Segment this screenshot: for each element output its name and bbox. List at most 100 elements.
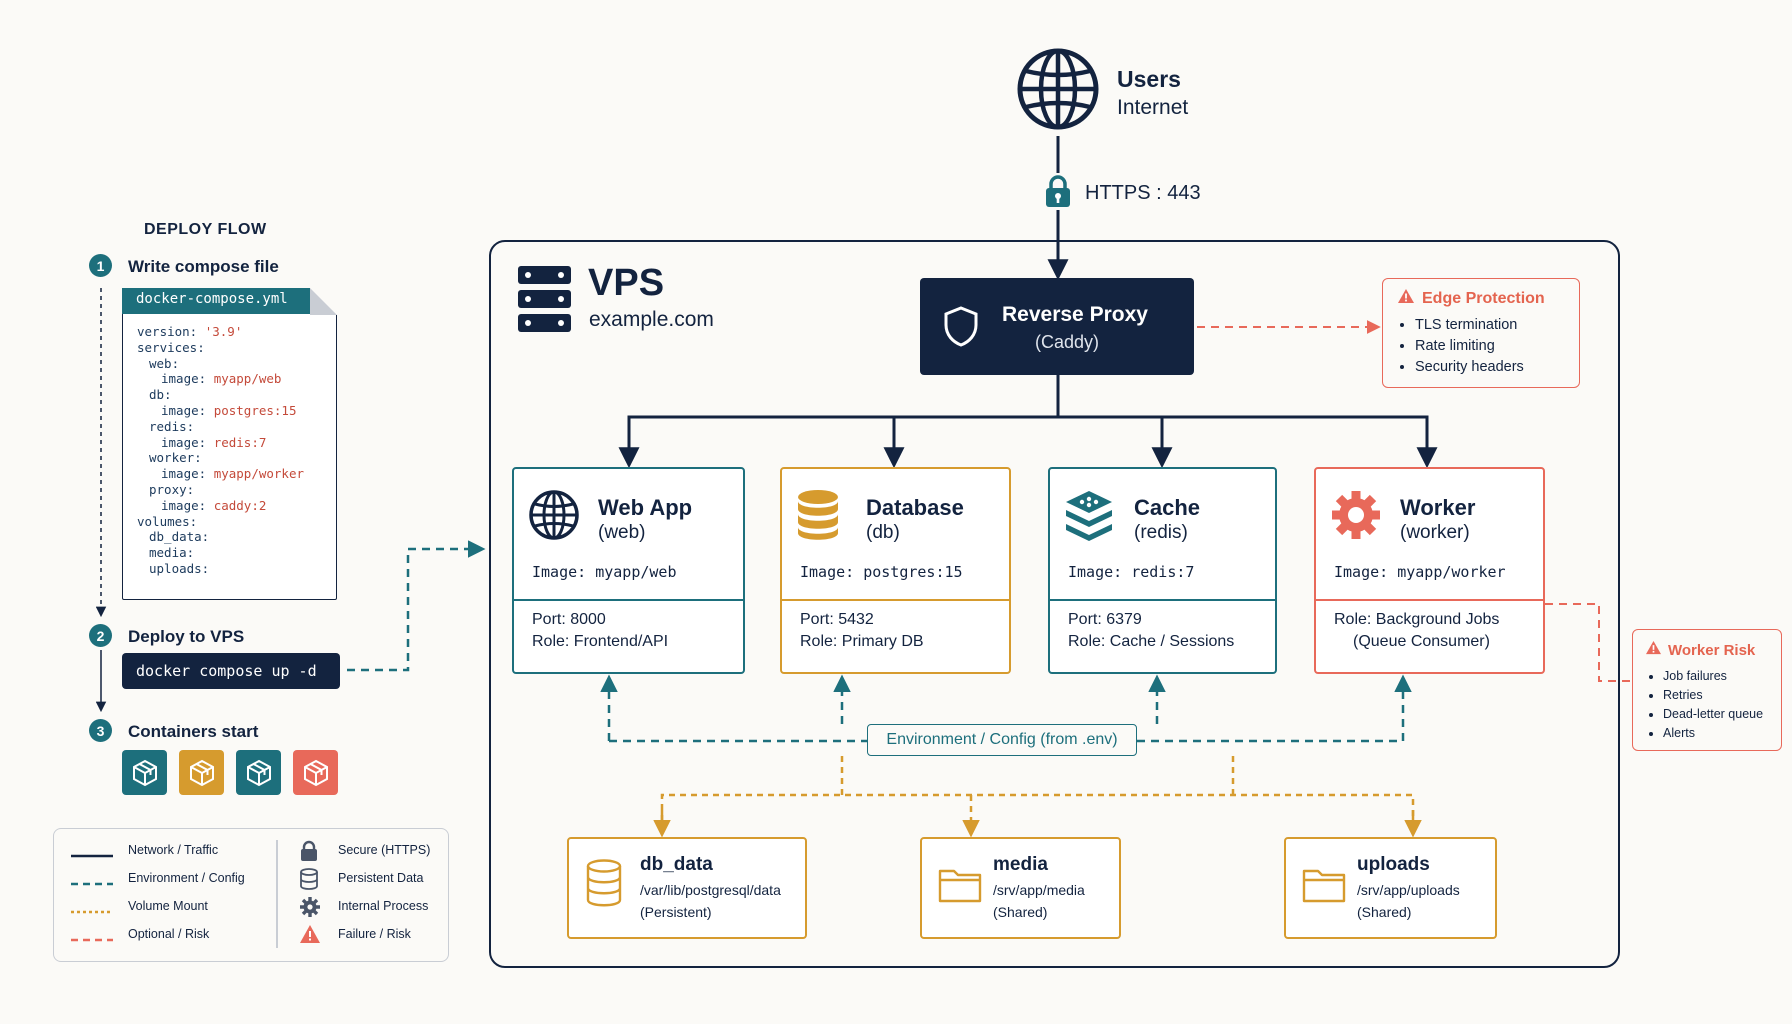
- code-key: media:: [149, 545, 195, 561]
- warning-icon: [299, 924, 321, 946]
- database-icon: [796, 489, 840, 546]
- code-value: redis:7: [213, 434, 267, 450]
- service-name: Database: [866, 495, 964, 520]
- worker-risk-title: Worker Risk: [1668, 641, 1756, 659]
- service-image: Image: redis:7: [1068, 563, 1195, 581]
- lock-icon: [1044, 174, 1072, 208]
- volume-note: (Shared): [1357, 904, 1412, 920]
- service-name: Worker: [1400, 495, 1476, 520]
- code-line: proxy:: [137, 482, 304, 498]
- database-icon: [299, 868, 321, 890]
- code-line: image: myapp/worker: [137, 466, 304, 482]
- code-key: db:: [149, 387, 172, 403]
- legend-line-swatch: [71, 875, 113, 886]
- service-divider: [1316, 599, 1543, 601]
- code-line: version: '3.9': [137, 324, 304, 340]
- service-image: Image: myapp/web: [532, 563, 677, 581]
- edge-protection-item: TLS termination: [1415, 315, 1579, 336]
- legend-icon-label: Secure (HTTPS): [338, 843, 431, 857]
- legend-line-swatch: [71, 903, 113, 914]
- proxy-bus: [627, 415, 1429, 458]
- service-detail: Role: Frontend/API: [532, 633, 669, 650]
- step-1-number: 1: [89, 254, 112, 277]
- volume-card-uploads: [1284, 837, 1497, 939]
- code-key: image:: [161, 402, 214, 418]
- worker-risk-box: Worker Risk Job failuresRetriesDead-lett…: [1632, 629, 1782, 751]
- code-key: worker:: [149, 450, 202, 466]
- deploy-to-vps-link: [347, 540, 486, 672]
- service-detail: Port: 6379: [1068, 611, 1142, 628]
- code-line: services:: [137, 340, 304, 356]
- file-corner-fold: [310, 288, 337, 315]
- service-detail: (Queue Consumer): [1353, 633, 1490, 650]
- shield-icon: [942, 305, 980, 347]
- volume-path: /srv/app/media: [993, 882, 1085, 898]
- volume-name: uploads: [1357, 854, 1430, 875]
- legend-line-swatch: [71, 847, 113, 858]
- legend-line-label: Network / Traffic: [128, 843, 219, 857]
- users-subtitle: Internet: [1117, 96, 1189, 119]
- volume-name: db_data: [640, 854, 713, 875]
- env-line-right: [1137, 674, 1412, 743]
- compose-code: version: '3.9'services:web:image: myapp/…: [137, 324, 304, 577]
- worker-risk-item: Retries: [1663, 686, 1781, 705]
- volume-card-db-data: [567, 837, 807, 939]
- code-key: db_data:: [149, 529, 210, 545]
- code-line: worker:: [137, 450, 304, 466]
- code-line: media:: [137, 545, 304, 561]
- gear-icon: [1330, 489, 1382, 546]
- code-line: image: caddy:2: [137, 498, 304, 514]
- code-line: volumes:: [137, 514, 304, 530]
- service-detail: Role: Background Jobs: [1334, 611, 1500, 628]
- legend-line-label: Optional / Risk: [128, 927, 210, 941]
- service-divider: [782, 599, 1009, 601]
- worker-risk-item: Dead-letter queue: [1663, 705, 1781, 724]
- service-id: (db): [866, 522, 900, 543]
- code-key: image:: [161, 497, 214, 513]
- reverse-proxy-box: [920, 278, 1194, 375]
- code-key: image:: [161, 434, 214, 450]
- service-detail: Role: Primary DB: [800, 633, 924, 650]
- code-line: image: myapp/web: [137, 371, 304, 387]
- service-card-web: [512, 467, 745, 674]
- volume-note: (Persistent): [640, 904, 712, 920]
- container-cube-icon: [236, 750, 281, 795]
- code-key: services:: [137, 339, 205, 355]
- volume-path: /srv/app/uploads: [1357, 882, 1460, 898]
- vps-domain: example.com: [589, 308, 714, 331]
- code-line: image: postgres:15: [137, 403, 304, 419]
- vps-title: VPS: [588, 262, 665, 304]
- globe-icon: [528, 489, 580, 546]
- volume-note: (Shared): [993, 904, 1048, 920]
- deploy-flow-title: DEPLOY FLOW: [144, 221, 267, 238]
- legend-line-label: Environment / Config: [128, 871, 245, 885]
- legend-divider: [276, 840, 278, 948]
- legend-icon-label: Failure / Risk: [338, 927, 411, 941]
- service-name: Cache: [1134, 495, 1201, 520]
- service-id: (web): [598, 522, 646, 543]
- code-line: uploads:: [137, 561, 304, 577]
- code-line: web:: [137, 356, 304, 372]
- service-id: (worker): [1400, 522, 1470, 543]
- volume-name: media: [993, 854, 1048, 875]
- gear-icon: [299, 896, 321, 918]
- worker-risk-item: Alerts: [1663, 724, 1781, 743]
- code-value: '3.9': [204, 324, 243, 339]
- code-key: redis:: [149, 418, 195, 434]
- service-detail: Port: 5432: [800, 611, 874, 628]
- service-id: (redis): [1134, 522, 1188, 543]
- worker-risk-link: [1545, 603, 1632, 682]
- database-icon: [585, 859, 623, 912]
- container-cube-icon: [122, 750, 167, 795]
- service-detail: Port: 8000: [532, 611, 606, 628]
- code-line: db_data:: [137, 529, 304, 545]
- code-key: web:: [149, 355, 180, 371]
- step-2-label: Deploy to VPS: [128, 627, 245, 646]
- container-cube-icon: [293, 750, 338, 795]
- folder-icon: [938, 865, 982, 908]
- legend: [53, 828, 449, 962]
- volume-card-media: [920, 837, 1121, 939]
- edge-protection-title: Edge Protection: [1422, 289, 1545, 307]
- step-3-number: 3: [89, 719, 112, 742]
- code-key: image:: [161, 371, 214, 387]
